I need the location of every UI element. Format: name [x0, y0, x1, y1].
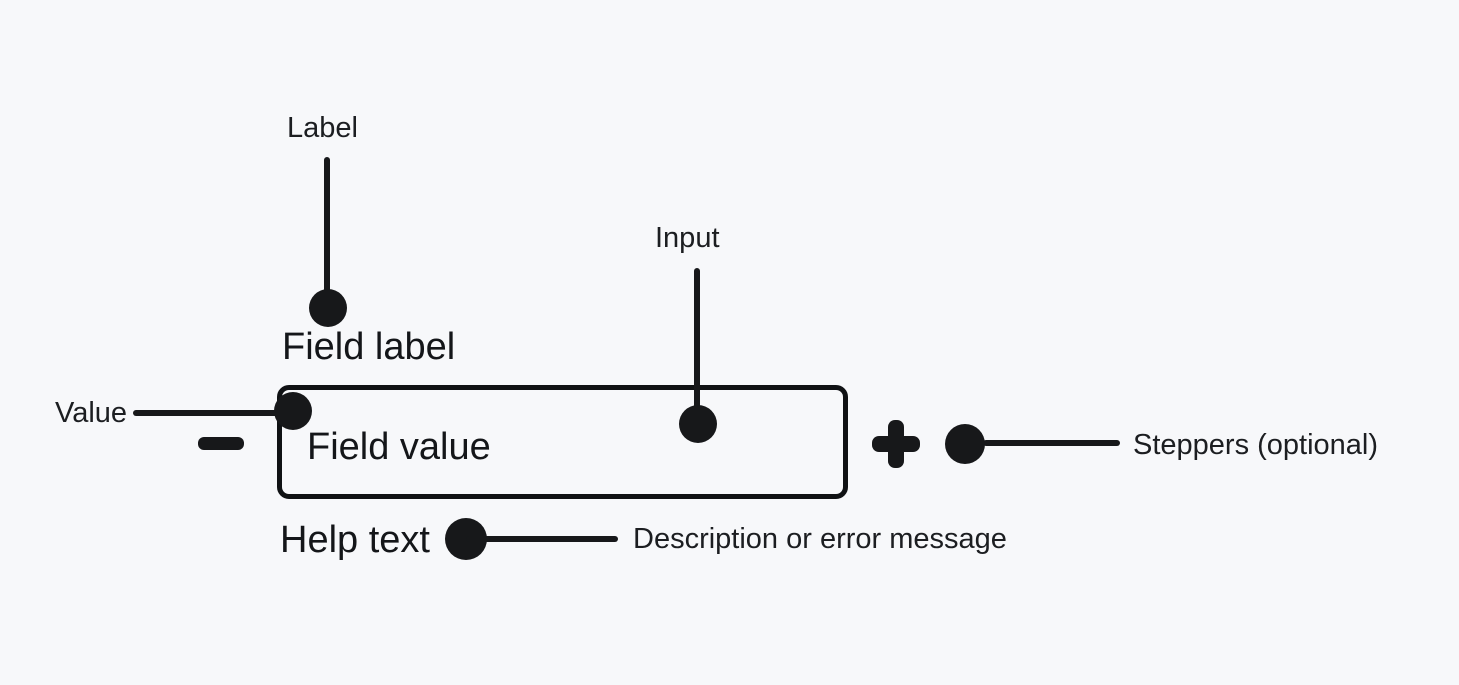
- field-input-box[interactable]: [277, 385, 848, 499]
- minus-icon[interactable]: [198, 437, 244, 450]
- input-connector-line: [694, 268, 700, 416]
- help-connector-line: [466, 536, 618, 542]
- label-connector-line: [324, 157, 330, 305]
- label-connector-dot: [309, 289, 347, 327]
- annotation-steppers-text: Steppers (optional): [1133, 429, 1379, 461]
- value-connector-line: [133, 410, 293, 416]
- annotation-input-text: Input: [655, 222, 720, 254]
- steppers-connector-dot: [945, 424, 985, 464]
- help-text: Help text: [280, 519, 430, 561]
- steppers-connector-line: [983, 440, 1120, 446]
- annotation-label-text: Label: [287, 112, 358, 144]
- value-connector-dot: [274, 392, 312, 430]
- field-label: Field label: [282, 326, 456, 368]
- field-value: Field value: [307, 426, 491, 468]
- annotation-description-text: Description or error message: [633, 523, 1007, 555]
- plus-icon[interactable]: [872, 420, 920, 468]
- plus-icon-vertical-bar: [888, 420, 904, 468]
- input-connector-dot: [679, 405, 717, 443]
- annotation-value-text: Value: [55, 397, 128, 429]
